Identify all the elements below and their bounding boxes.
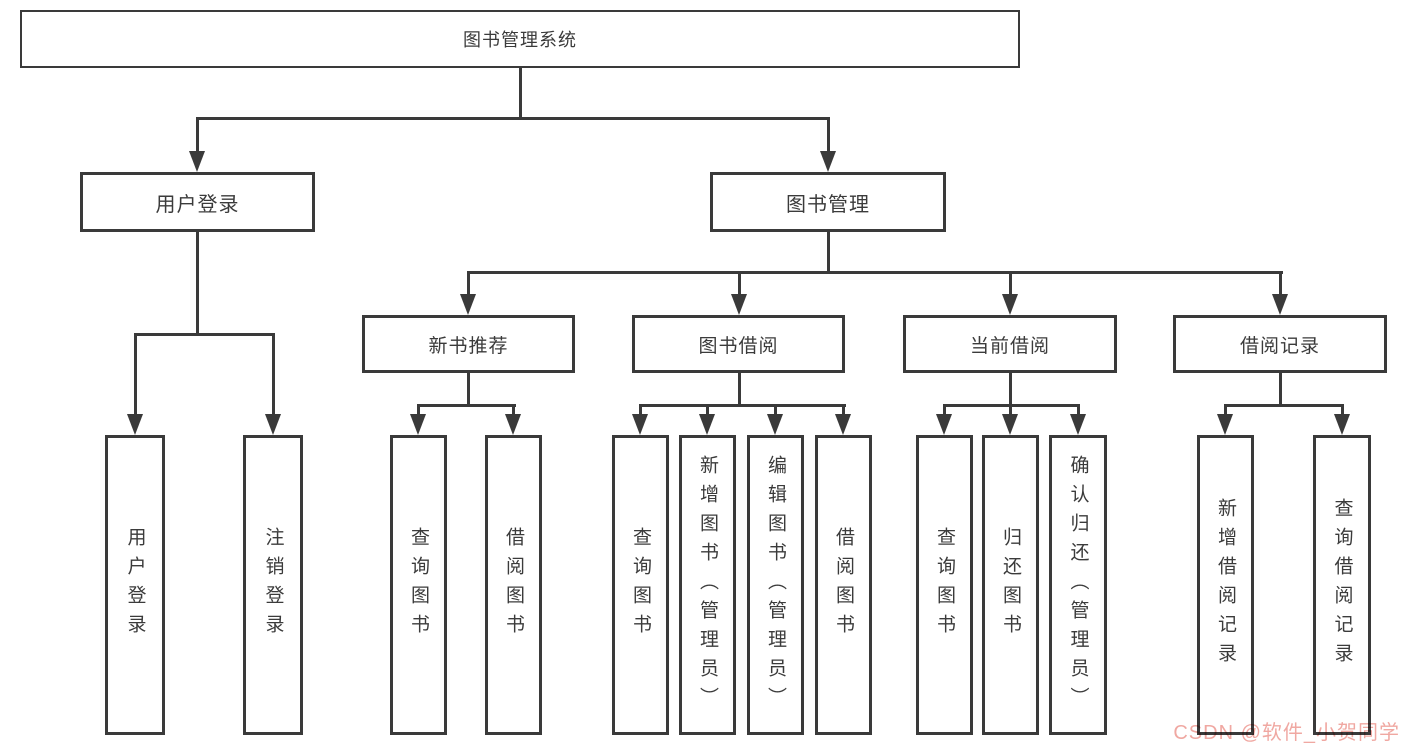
- connector-drop: [1341, 404, 1344, 416]
- leaf-label: 查询图书: [630, 527, 651, 643]
- connector-recommend-rail: [417, 404, 516, 407]
- arrow-down-icon: [410, 414, 426, 435]
- connector-drop: [827, 117, 830, 154]
- csdn-watermark: CSDN @软件_小贺同学: [1173, 722, 1400, 744]
- arrow-down-icon: [460, 294, 476, 315]
- node-borrow-records: 借阅记录: [1173, 315, 1387, 373]
- leaf-label: 借阅图书: [833, 527, 854, 643]
- connector-manage-stem: [827, 232, 830, 273]
- connector-drop: [272, 333, 275, 414]
- arrow-down-icon: [1217, 414, 1233, 435]
- connector-drop: [639, 404, 642, 416]
- connector-drop: [196, 117, 199, 154]
- connector-root-stem: [519, 68, 522, 120]
- arrow-down-icon: [835, 414, 851, 435]
- leaf-label: 注销登录: [262, 527, 284, 643]
- node-root: 图书管理系统: [20, 10, 1020, 68]
- connector-drop: [1009, 404, 1012, 416]
- connector-drop: [134, 333, 137, 414]
- leaf-current-query-books: 查询图书: [916, 435, 973, 735]
- connector-drop: [417, 404, 420, 416]
- connector-root-rail: [196, 117, 830, 120]
- leaf-recommend-borrow-books: 借阅图书: [485, 435, 542, 735]
- arrow-down-icon: [936, 414, 952, 435]
- connector-drop: [943, 404, 946, 416]
- connector-drop: [1009, 271, 1012, 296]
- connector-drop: [1224, 404, 1227, 416]
- arrow-down-icon: [1070, 414, 1086, 435]
- leaf-current-confirm-return-admin: 确认归还（管理员）: [1049, 435, 1107, 735]
- leaf-recommend-query-books: 查询图书: [390, 435, 447, 735]
- node-user-login: 用户登录: [80, 172, 315, 232]
- connector-manage-rail: [467, 271, 1283, 274]
- leaf-user-login: 用户登录: [105, 435, 165, 735]
- connector-drop: [738, 271, 741, 296]
- node-new-book-recommend: 新书推荐: [362, 315, 575, 373]
- connector-borrow-stem: [738, 373, 741, 406]
- connector-login-stem: [196, 232, 199, 335]
- leaf-label: 查询借阅记录: [1331, 498, 1353, 672]
- leaf-borrow-borrow-books: 借阅图书: [815, 435, 872, 735]
- connector-drop: [1279, 271, 1282, 296]
- arrow-down-icon: [731, 294, 747, 315]
- arrow-down-icon: [1272, 294, 1288, 315]
- leaf-borrow-edit-books-admin: 编辑图书（管理员）: [747, 435, 804, 735]
- leaf-label: 新增图书（管理员）: [697, 454, 718, 716]
- connector-drop: [512, 404, 515, 416]
- leaf-borrow-add-books-admin: 新增图书（管理员）: [679, 435, 736, 735]
- leaf-logout: 注销登录: [243, 435, 303, 735]
- arrow-down-icon: [632, 414, 648, 435]
- leaf-label: 查询图书: [408, 527, 429, 643]
- leaf-borrow-query-books: 查询图书: [612, 435, 669, 735]
- leaf-label: 用户登录: [124, 527, 146, 643]
- leaf-records-add-record: 新增借阅记录: [1197, 435, 1254, 735]
- connector-drop: [842, 404, 845, 416]
- arrow-down-icon: [767, 414, 783, 435]
- connector-login-rail: [134, 333, 275, 336]
- connector-records-rail: [1224, 404, 1344, 407]
- arrow-down-icon: [1334, 414, 1350, 435]
- leaf-label: 确认归还（管理员）: [1067, 454, 1089, 716]
- node-current-borrow: 当前借阅: [903, 315, 1117, 373]
- arrow-down-icon: [1002, 414, 1018, 435]
- leaf-label: 归还图书: [1000, 527, 1021, 643]
- connector-drop: [774, 404, 777, 416]
- leaf-label: 借阅图书: [503, 527, 524, 643]
- arrow-down-icon: [820, 151, 836, 172]
- connector-borrow-rail: [639, 404, 846, 407]
- arrow-down-icon: [505, 414, 521, 435]
- arrow-down-icon: [1002, 294, 1018, 315]
- leaf-label: 新增借阅记录: [1215, 498, 1236, 672]
- leaf-current-return-books: 归还图书: [982, 435, 1039, 735]
- connector-records-stem: [1279, 373, 1282, 406]
- leaf-label: 编辑图书（管理员）: [765, 454, 786, 716]
- leaf-records-query-record: 查询借阅记录: [1313, 435, 1371, 735]
- connector-current-stem: [1009, 373, 1012, 406]
- connector-drop: [1077, 404, 1080, 416]
- connector-recommend-stem: [467, 373, 470, 406]
- connector-drop: [706, 404, 709, 416]
- node-book-borrow: 图书借阅: [632, 315, 845, 373]
- arrow-down-icon: [699, 414, 715, 435]
- connector-drop: [467, 271, 470, 296]
- arrow-down-icon: [127, 414, 143, 435]
- arrow-down-icon: [189, 151, 205, 172]
- node-book-management: 图书管理: [710, 172, 946, 232]
- arrow-down-icon: [265, 414, 281, 435]
- leaf-label: 查询图书: [934, 527, 955, 643]
